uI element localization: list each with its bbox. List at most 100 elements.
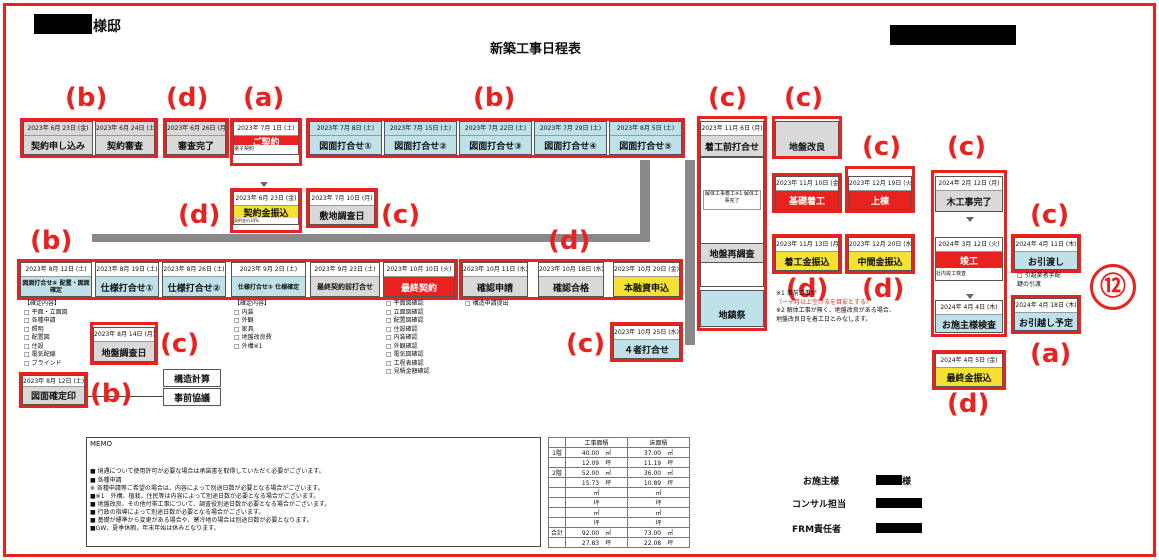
- highlight-box: [306, 188, 378, 228]
- task-label: 仕様打合せ②: [167, 283, 221, 294]
- task-date: 2023年 9月 2日 (土): [232, 263, 305, 277]
- task-t5[interactable]: 2023年 7月 8日 (土) 図面打合せ①: [309, 121, 382, 155]
- task-t24[interactable]: 2023年 11月 6日 (月)着工前打合せ: [700, 121, 764, 157]
- highlight-box: [931, 170, 1007, 337]
- task-t12[interactable]: 2023年 8月 12日 (土)図面打合せ⑥ 配置・図面確定: [20, 262, 92, 297]
- note-line: □ 配置図確認: [386, 317, 424, 324]
- task-t7[interactable]: 2023年 7月 22日 (土)図面打合せ③: [459, 121, 532, 155]
- task-t31[interactable]: 2024年 3月 12日 (火)竣工社内竣工検査: [935, 237, 1003, 281]
- table-cell: [547, 537, 567, 548]
- task-t15[interactable]: 2023年 9月 2日 (土)仕様打合せ③ 仕様確定: [231, 262, 306, 297]
- tag-label: (b): [30, 226, 73, 256]
- task-date: 2023年 7月 8日 (土): [310, 122, 381, 136]
- tag-label: (a): [243, 83, 285, 113]
- task-t38: 構造計算: [163, 369, 221, 387]
- task-t27[interactable]: 2023年 12月 19日 (火)上棟: [848, 176, 912, 210]
- task-t2[interactable]: 2023年 6月 24日 (土)契約審査: [95, 121, 155, 155]
- task-date: 2023年 12月 20日 (水): [849, 238, 911, 252]
- task-t30[interactable]: 2023年 12月 20日 (水)中間金振込: [848, 237, 912, 271]
- task-date: 2024年 4月 11日 (木): [1015, 238, 1077, 252]
- task-t26[interactable]: 2023年 11月 10日 (金)基礎着工: [775, 176, 839, 210]
- tag-label: (d): [947, 389, 990, 419]
- table-cell: 合計: [547, 527, 567, 538]
- task-t3[interactable]: 2023年 6月 26日 (月)審査完了: [166, 121, 226, 155]
- task-t28[interactable]: 2024年 2月 12日 (月)木工事完了: [935, 176, 1003, 212]
- task-t32[interactable]: 2024年 4月 4日 (木)お施主様検査: [935, 300, 1003, 333]
- table-cell: 92.00 ㎡: [565, 527, 629, 538]
- task-label: 図面打合せ①: [319, 142, 372, 152]
- task-t19[interactable]: 2023年 10月 18日 (水)確認合格: [538, 262, 604, 297]
- task-t23[interactable]: 2023年 10月 25日 (水)４者打合せ: [613, 325, 680, 359]
- memo-line: ■GW，夏季休暇，年末年始は休みとなります。: [90, 525, 220, 532]
- task-label: 契約申し込み: [30, 142, 85, 152]
- table-cell: ㎡: [627, 507, 691, 518]
- task-t8[interactable]: 2023年 7月 29日 (土)図面打合せ④: [534, 121, 607, 155]
- task-date: 2023年 8月 19日 (土): [96, 263, 158, 277]
- task-t16[interactable]: 2023年 9月 23日 (土)最終契約前打合せ: [310, 262, 380, 297]
- task-date: 2023年 6月 24日 (土): [96, 122, 154, 136]
- note-line: □ ブラインド: [24, 359, 62, 367]
- task-t4[interactable]: 2023年 7月 1日 (土)ご契約電子契約: [233, 121, 299, 155]
- task-t22[interactable]: 2023年 8月 12日 (土)図面確定印: [22, 375, 85, 405]
- task-t14[interactable]: 2023年 8月 26日 (土)仕様打合せ②: [162, 262, 226, 297]
- note-line: □ 内装確認: [386, 334, 418, 341]
- memo-line: ■※1 外構、植栽、住民等は内容によって別途日数が必要となる場合がございます。: [90, 493, 320, 500]
- task-t29[interactable]: 2023年 11月 13日 (月)着工金振込: [775, 237, 839, 271]
- task-date: 2024年 4月 5日 (金): [936, 354, 1002, 368]
- column-box: [700, 157, 764, 287]
- task-t33[interactable]: 2024年 4月 11日 (木)お引渡し: [1014, 237, 1078, 270]
- task-t10[interactable]: 2023年 6月 23日 (金)契約金振込契約金の10%: [233, 191, 299, 225]
- task-t40: 解体工事着工※1 解体工事完了: [703, 190, 761, 210]
- task-label: 木工事完了: [946, 198, 992, 208]
- task-label: 確認申請: [476, 283, 513, 294]
- task-t25[interactable]: 地盤改良: [775, 121, 839, 157]
- note-line: □ 家具: [234, 325, 254, 333]
- note-line: □ 外構※1: [234, 342, 263, 350]
- note-line: 鍵の引渡: [1017, 280, 1042, 288]
- highlight-box: [306, 118, 685, 158]
- highlight-box: [772, 173, 842, 213]
- task-date: 2023年 6月 23日 (金): [234, 192, 298, 206]
- note-line: □ 各種申請: [24, 317, 56, 324]
- note-line: □ 見積金額確認: [386, 368, 430, 375]
- task-t36[interactable]: 地盤再調査: [700, 243, 764, 263]
- task-t17[interactable]: 2023年 10月 10日 (火) 最終契約: [383, 262, 455, 297]
- highlight-box: [932, 350, 1006, 390]
- task-t11[interactable]: 2023年 7月 10日 (月)敷地調査日: [309, 191, 375, 225]
- task-t20[interactable]: 2023年 10月 20日 (金)本融資申込: [613, 262, 680, 297]
- note-list-6: □ 引越業者手配鍵の引渡: [1017, 272, 1061, 289]
- memo-title: MEMO: [90, 440, 113, 448]
- red-frame: [3, 3, 1156, 557]
- task-t18[interactable]: 2023年 10月 11日 (水)確認申請: [462, 262, 528, 297]
- task-label: 事前協議: [173, 393, 210, 404]
- table-cell: 22.08 坪: [627, 537, 691, 548]
- task-t34[interactable]: 2024年 4月 18日 (木)お引越し予定: [1014, 298, 1078, 331]
- task-t37[interactable]: 地鎮祭: [700, 290, 764, 327]
- task-t9[interactable]: 2023年 8月 5日 (土)図面打合せ⑤: [609, 121, 682, 155]
- note-4: □ 構造申請提出: [465, 300, 509, 307]
- task-date: 2023年 9月 23日 (土): [311, 263, 379, 277]
- memo-line: ■ 各種申請: [90, 477, 122, 484]
- task-t35[interactable]: 2024年 4月 5日 (金) 最終金振込: [935, 353, 1003, 387]
- task-t21[interactable]: 2023年 8月 14日 (月)地盤調査日: [93, 327, 155, 362]
- task-t6[interactable]: 2023年 7月 15日 (土)図面打合せ②: [384, 121, 457, 155]
- task-date: 2023年 10月 10日 (火): [384, 263, 454, 277]
- task-label: 最終金振込: [946, 374, 992, 384]
- table-cell: 52.00 ㎡: [565, 467, 629, 478]
- highlight-box: [230, 118, 302, 166]
- table-row: 工事面積床面積: [547, 437, 691, 448]
- task-t1[interactable]: 2023年 6月 23日 (金) 契約申し込み: [23, 121, 93, 155]
- note-list-3: □ 平面図確認□ 立面図確認□ 配置図確認□ 住設確認□ 内装確認□ 外観確認□…: [386, 300, 430, 377]
- note-line: □ 外観確認: [386, 342, 418, 350]
- table-cell: 工事面積: [565, 437, 629, 448]
- task-label: 契約金振込: [243, 209, 289, 219]
- task-label: 図面打合せ⑤: [619, 142, 672, 152]
- task-date: 2023年 6月 23日 (金): [24, 122, 92, 136]
- task-t13[interactable]: 2023年 8月 19日 (土)仕様打合せ①: [95, 262, 159, 297]
- table-row: 坪坪: [547, 497, 691, 508]
- table-cell: 2階: [547, 467, 567, 478]
- task-label: 最終契約: [400, 283, 437, 294]
